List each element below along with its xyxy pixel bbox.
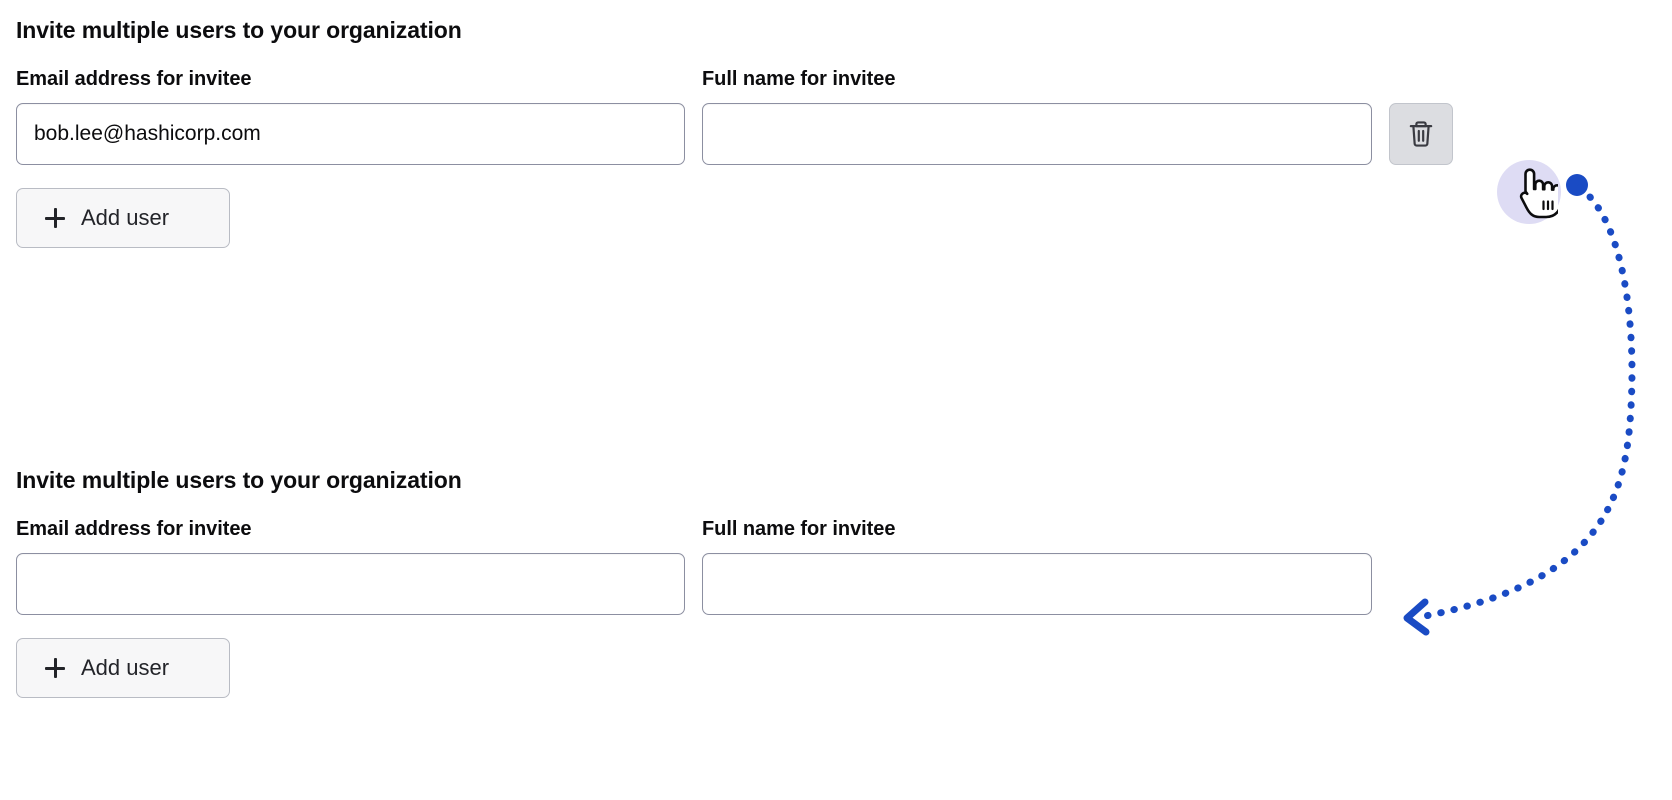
add-user-button-1[interactable]: Add user (16, 188, 230, 249)
hand-pointer-cursor (1512, 165, 1562, 219)
click-ripple-highlight (1497, 160, 1561, 224)
page-title: Invite multiple users to your organizati… (16, 17, 462, 43)
plus-icon-2 (45, 658, 65, 679)
invite-fields-row-2: Email address for invitee Full name for … (16, 518, 1372, 616)
fullname-field-label-2: Full name for invitee (702, 518, 896, 541)
click-dot-marker (1566, 174, 1588, 196)
plus-icon (45, 208, 65, 229)
page-title-2: Invite multiple users to your organizati… (16, 467, 462, 493)
email-input[interactable] (16, 103, 685, 166)
add-user-button-label-2: Add user (81, 655, 170, 681)
fullname-input[interactable] (702, 103, 1372, 166)
add-user-button-2[interactable]: Add user (16, 638, 230, 699)
email-input-2[interactable] (16, 553, 685, 616)
invite-section-1: Invite multiple users to your organizati… (16, 17, 1453, 249)
fullname-input-2[interactable] (702, 553, 1372, 616)
fullname-field-group-2: Full name for invitee (702, 518, 1372, 616)
email-field-group-1: Email address for invitee (16, 68, 685, 166)
email-field-group-2: Email address for invitee (16, 518, 685, 616)
trash-icon (1407, 119, 1435, 149)
email-field-label: Email address for invitee (16, 68, 252, 91)
email-field-label-2: Email address for invitee (16, 518, 252, 541)
delete-user-button[interactable] (1389, 103, 1453, 166)
add-user-button-label: Add user (81, 205, 170, 231)
invite-fields-row-1: Email address for invitee Full name for … (16, 68, 1453, 166)
fullname-field-group-1: Full name for invitee (702, 68, 1372, 166)
fullname-field-label: Full name for invitee (702, 68, 896, 91)
invite-section-2: Invite multiple users to your organizati… (16, 467, 1372, 699)
